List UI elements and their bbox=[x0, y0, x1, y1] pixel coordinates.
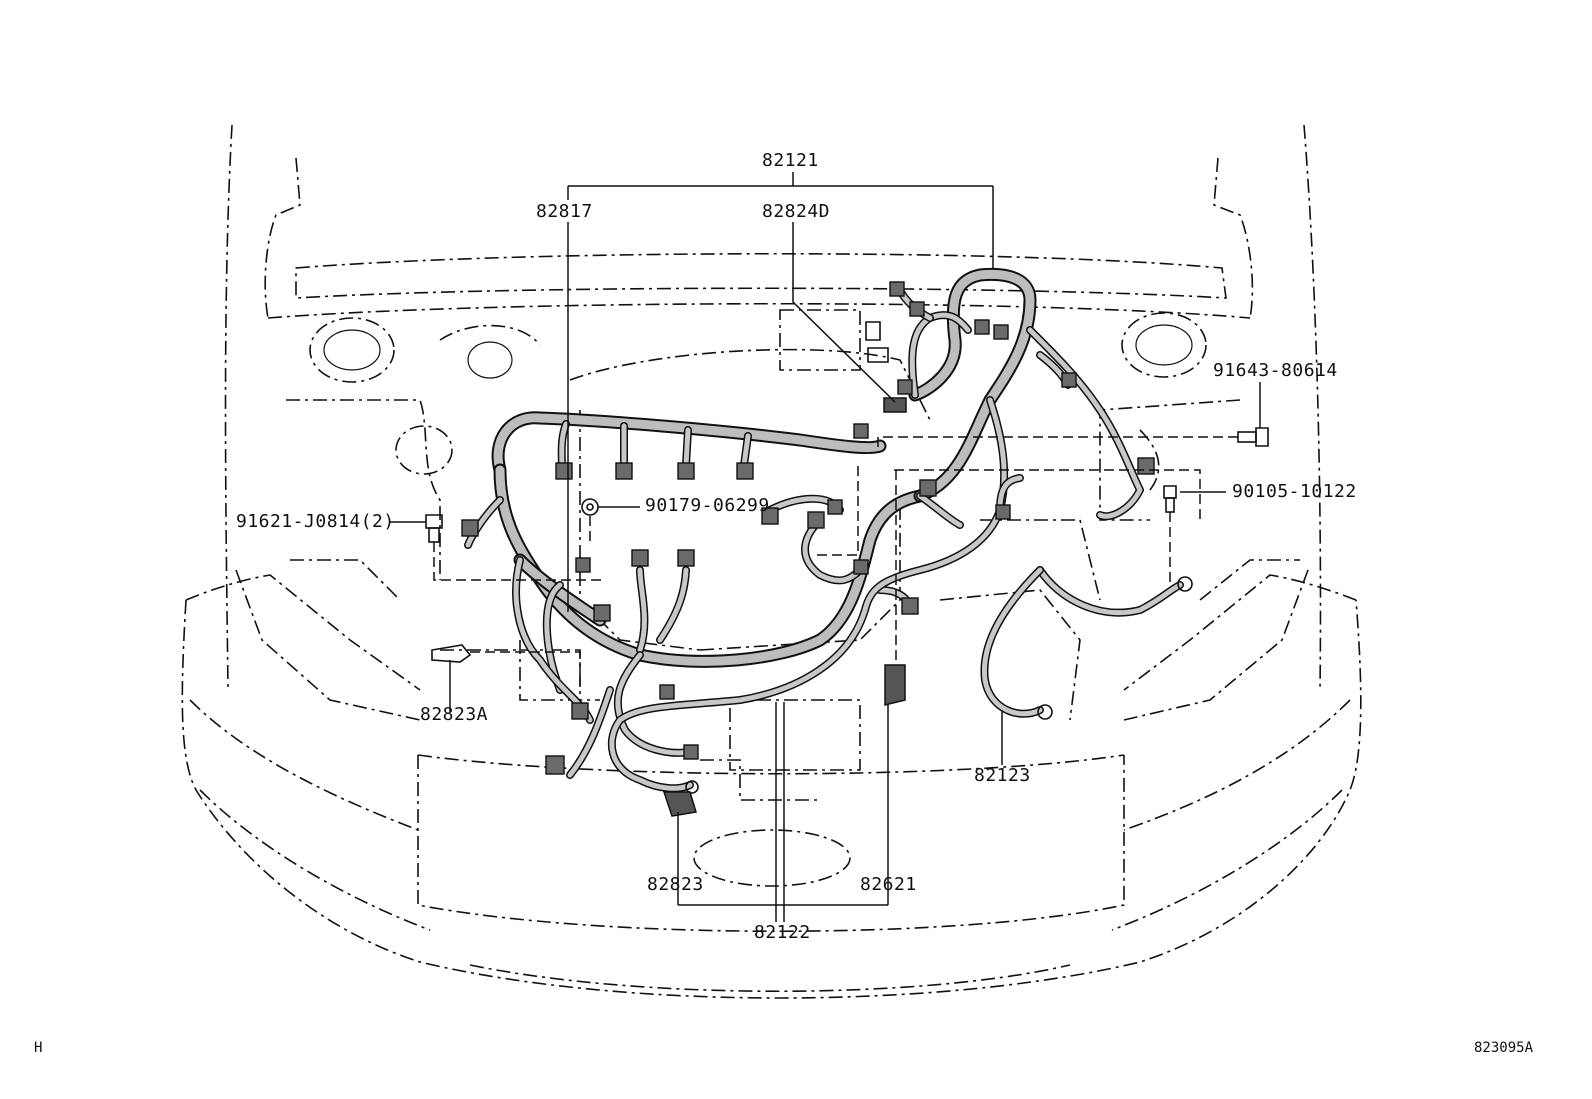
label-91643-80614: 91643-80614 bbox=[1213, 360, 1338, 381]
label-82823: 82823 bbox=[647, 874, 704, 895]
engine-wire-harness bbox=[464, 267, 1144, 779]
nut-icon-90179 bbox=[581, 498, 599, 516]
label-82817: 82817 bbox=[536, 201, 593, 222]
label-82122: 82122 bbox=[754, 922, 811, 943]
bolt-icon-91643 bbox=[1237, 427, 1269, 447]
label-90105-10122: 90105-10122 bbox=[1232, 481, 1357, 502]
car-body-outline bbox=[181, 124, 1362, 999]
label-82121: 82121 bbox=[762, 150, 819, 171]
label-90179-06299: 90179-06299 bbox=[645, 495, 770, 516]
bolt-icon-90105 bbox=[1163, 485, 1177, 513]
label-82823A: 82823A bbox=[420, 704, 489, 725]
corner-code-left: H bbox=[34, 1040, 43, 1056]
label-82123: 82123 bbox=[974, 765, 1031, 786]
illustration-number: 823095A bbox=[1474, 1040, 1534, 1056]
label-91621-J0814: 91621-J0814(2) bbox=[236, 511, 395, 532]
connectors bbox=[431, 281, 1155, 817]
label-82824D: 82824D bbox=[762, 201, 831, 222]
label-82621: 82621 bbox=[860, 874, 917, 895]
battery-cables bbox=[607, 474, 1193, 794]
relay-block bbox=[865, 321, 889, 363]
leader-lines bbox=[390, 172, 1261, 922]
